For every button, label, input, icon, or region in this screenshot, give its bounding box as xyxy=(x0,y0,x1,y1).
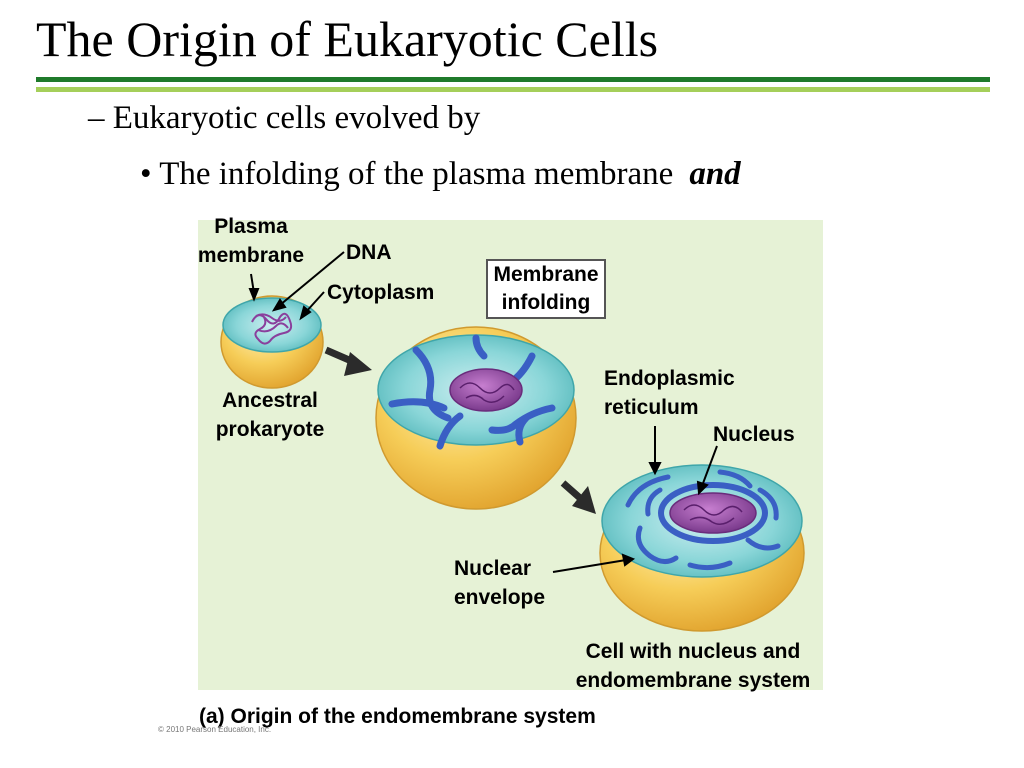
dna-cluster-small xyxy=(251,312,293,345)
dna-cluster-medium xyxy=(449,368,523,412)
ancestral-prokaryote-cell xyxy=(220,295,324,389)
label-membrane-infolding: Membrane infolding xyxy=(486,259,606,319)
nucleus-dna xyxy=(669,492,757,534)
pointer-nuclear-envelope xyxy=(552,559,627,573)
label-cytoplasm: Cytoplasm xyxy=(327,281,435,304)
label-endoplasmic-reticulum: Endoplasmic reticulum xyxy=(604,367,735,419)
label-dna: DNA xyxy=(346,241,392,264)
label-nuclear-envelope: Nuclear envelope xyxy=(454,557,546,609)
label-pointers xyxy=(248,251,718,573)
title-divider-dark xyxy=(36,77,990,82)
title-divider-light xyxy=(36,87,990,92)
er-membranes xyxy=(625,469,781,571)
bullet-level2-emphasis: and xyxy=(689,156,741,192)
bullet-level2-text: • The infolding of the plasma membrane xyxy=(140,156,674,192)
infolding-membranes xyxy=(388,334,556,450)
pointer-dna xyxy=(279,251,345,306)
pointer-nucleus xyxy=(701,445,718,487)
label-ancestral-prokaryote: Ancestral prokaryote xyxy=(215,389,325,441)
label-plasma-membrane: Plasma membrane xyxy=(197,215,305,267)
transition-arrow-1 xyxy=(324,346,372,376)
eukaryotic-cell xyxy=(599,464,805,632)
bullet-level2: • The infolding of the plasma membrane an… xyxy=(140,156,741,193)
infolding-cell xyxy=(375,326,577,510)
bullet-level1: – Eukaryotic cells evolved by xyxy=(88,100,481,136)
copyright-notice: © 2010 Pearson Education, Inc. xyxy=(158,725,272,734)
nuclear-envelope-ring xyxy=(658,482,768,544)
label-nucleus: Nucleus xyxy=(713,423,795,446)
transition-arrow-2 xyxy=(560,480,596,514)
slide-title: The Origin of Eukaryotic Cells xyxy=(36,11,659,67)
figure-caption: (a) Origin of the endomembrane system xyxy=(199,705,596,728)
label-cell-with-nucleus: Cell with nucleus and endomembrane syste… xyxy=(575,640,811,692)
